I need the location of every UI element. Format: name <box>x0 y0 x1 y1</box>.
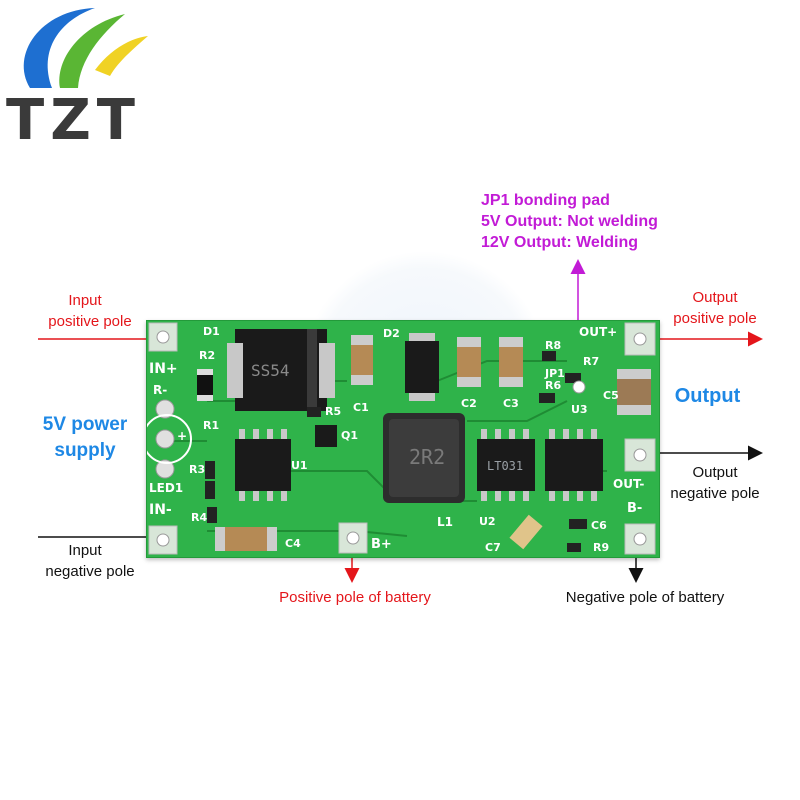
led1-label: LED1 <box>149 481 184 495</box>
r6-label: R6 <box>545 379 562 392</box>
in-plus-label: IN+ <box>149 361 178 377</box>
r3-label: R3 <box>189 463 206 476</box>
r5-label: R5 <box>325 405 342 418</box>
output-positive-label-1: Output <box>692 289 738 306</box>
output-negative-label-1: Output <box>692 464 738 481</box>
u3-label: U3 <box>571 403 588 416</box>
logo-text: TZT <box>6 88 142 153</box>
in-minus-label: IN- <box>149 502 172 518</box>
r9-label: R9 <box>593 541 610 554</box>
battery-negative-label: Negative pole of battery <box>565 589 725 606</box>
l1-label: L1 <box>437 515 453 529</box>
input-positive-label-1: Input <box>68 292 102 309</box>
u2-marking: LT031 <box>487 459 524 473</box>
jp1-line2: 12V Output: Welding <box>481 234 639 251</box>
q1-label: Q1 <box>341 429 359 442</box>
u2-label: U2 <box>479 515 496 528</box>
output-positive-label-2: positive pole <box>673 310 757 327</box>
c4-label: C4 <box>285 537 301 550</box>
c1-label: C1 <box>353 401 369 414</box>
input-negative-label-1: Input <box>68 542 102 559</box>
r7-label: R7 <box>583 355 600 368</box>
l1-marking: 2R2 <box>409 445 446 469</box>
out-minus-label: OUT- <box>613 477 645 491</box>
jp1-line1: 5V Output: Not welding <box>481 213 658 230</box>
r1-label: R1 <box>203 419 220 432</box>
r8-label: R8 <box>545 339 562 352</box>
pcb-board: IN+ R- + LED1 IN- D1 R2 R1 R3 R4 R5 Q1 U… <box>146 320 660 558</box>
brand-logo: TZT <box>0 0 160 153</box>
c5-label: C5 <box>603 389 619 402</box>
r2-label: R2 <box>199 349 216 362</box>
b-plus-label: B+ <box>371 537 392 552</box>
d2-label: D2 <box>383 327 400 340</box>
pcb-traces <box>147 322 656 555</box>
input-positive-label-2: positive pole <box>48 313 132 330</box>
r-minus-label: R- <box>153 383 168 397</box>
output-label: Output <box>674 385 741 407</box>
d1-label: D1 <box>203 325 220 338</box>
battery-positive-label: Positive pole of battery <box>279 589 431 606</box>
u1-label: U1 <box>291 459 308 472</box>
jp1-label: JP1 <box>545 367 565 380</box>
input-negative-label-2: negative pole <box>45 563 135 580</box>
c2-label: C2 <box>461 397 477 410</box>
b-minus-label: B- <box>627 501 643 516</box>
c3-label: C3 <box>503 397 519 410</box>
power-supply-label-2: supply <box>54 440 116 461</box>
power-supply-label-1: 5V power <box>42 414 128 435</box>
c6-label: C6 <box>591 519 607 532</box>
plus-label: + <box>177 429 188 443</box>
d1-marking: SS54 <box>251 361 290 380</box>
logo-swoosh-icon <box>23 8 148 88</box>
jp1-title: JP1 bonding pad <box>481 192 610 209</box>
out-plus-label: OUT+ <box>579 325 618 339</box>
c7-label: C7 <box>485 541 501 554</box>
r4-label: R4 <box>191 511 208 524</box>
output-negative-label-2: negative pole <box>670 485 760 502</box>
